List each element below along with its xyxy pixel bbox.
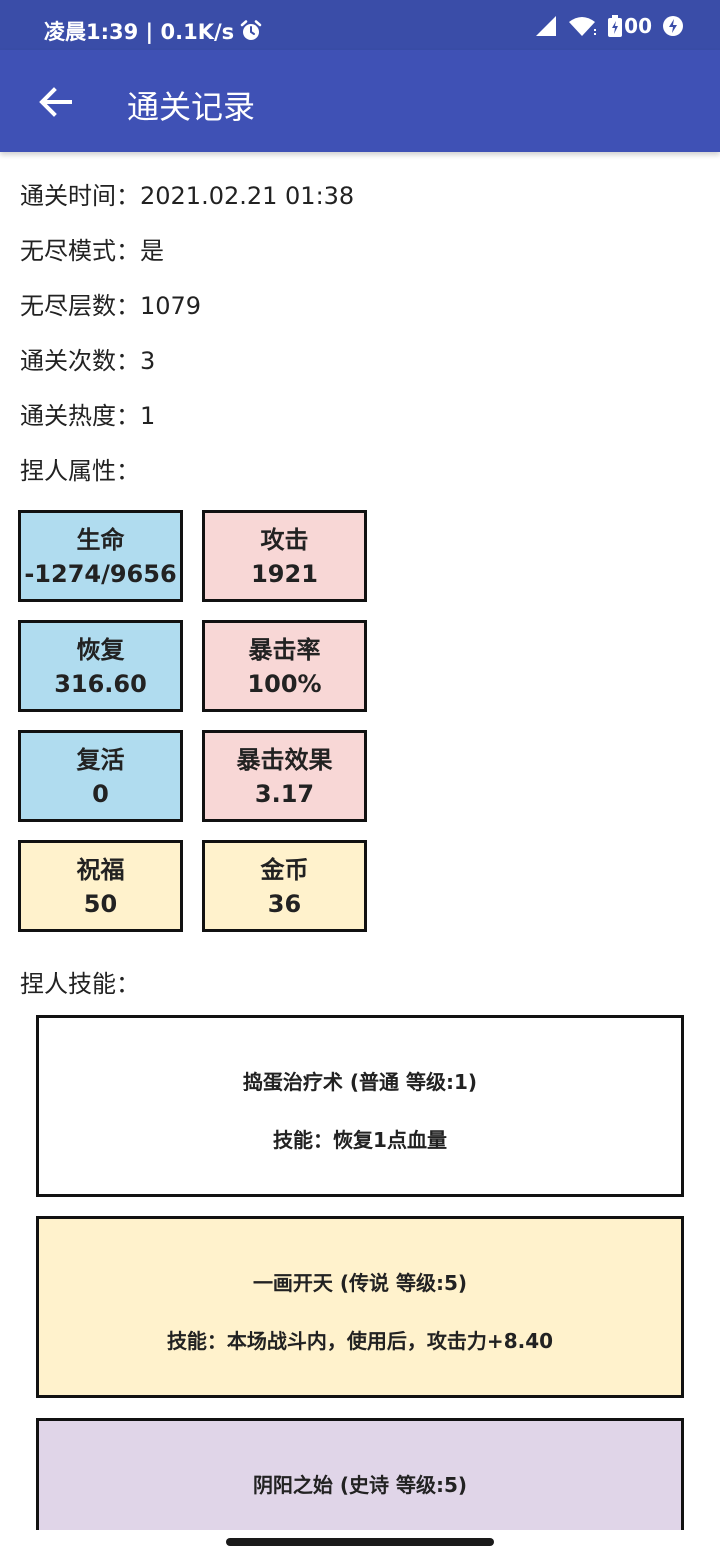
signal-icon: [536, 16, 557, 36]
skill-name: 一画开天 (传说 等级:5): [252, 1271, 468, 1295]
status-left: 凌晨1:39 | 0.1K/s: [44, 16, 262, 46]
record-content[interactable]: 通关时间：2021.02.21 01:38 无尽模式：是 无尽层数：1079 通…: [0, 152, 720, 1530]
gesture-nav-handle[interactable]: [226, 1538, 494, 1546]
skills-heading: 捏人技能：: [20, 970, 140, 998]
stat-value: -1274/9656: [24, 560, 177, 588]
skill-card: 捣蛋治疗术 (普通 等级:1) 技能：恢复1点血量: [36, 1015, 684, 1197]
stat-crit-effect: 暴击效果 3.17: [202, 730, 367, 822]
stat-blessing: 祝福 50: [18, 840, 183, 932]
stat-recovery: 恢复 316.60: [18, 620, 183, 712]
clear-count: 通关次数：3: [20, 347, 156, 375]
skill-desc: 技能：恢复1点血量: [273, 1128, 447, 1152]
battery-text: 00: [624, 14, 652, 38]
stat-crit-rate: 暴击率 100%: [202, 620, 367, 712]
stat-label: 复活: [76, 746, 125, 774]
stat-value: 100%: [247, 670, 322, 698]
skill-desc: 技能：本场战斗内，使用后，攻击力+8.40: [166, 1329, 554, 1353]
battery-group: 00: [608, 14, 652, 38]
stat-label: 暴击率: [248, 636, 321, 664]
page-title: 通关记录: [127, 88, 256, 126]
stat-label: 金币: [260, 856, 309, 884]
stat-label: 暴击效果: [236, 746, 333, 774]
status-time: 凌晨1:39 | 0.1K/s: [44, 20, 235, 44]
stat-revive: 复活 0: [18, 730, 183, 822]
endless-mode: 无尽模式：是: [20, 237, 164, 265]
clear-heat: 通关热度：1: [20, 402, 156, 430]
back-button[interactable]: [30, 78, 80, 126]
attributes-heading: 捏人属性：: [20, 457, 140, 485]
status-bar: 凌晨1:39 | 0.1K/s 00: [0, 0, 720, 50]
stat-value: 36: [267, 890, 302, 918]
status-right: 00: [534, 14, 684, 38]
alarm-icon: [240, 20, 262, 40]
stat-value: 3.17: [254, 780, 315, 808]
stat-label: 攻击: [260, 526, 309, 554]
wifi-icon: [569, 17, 597, 36]
app-bar: 通关记录: [0, 50, 720, 152]
stat-attack: 攻击 1921: [202, 510, 367, 602]
stat-gold: 金币 36: [202, 840, 367, 932]
stat-label: 生命: [76, 526, 125, 554]
skill-name: 捣蛋治疗术 (普通 等级:1): [242, 1070, 478, 1094]
skill-card: 一画开天 (传说 等级:5) 技能：本场战斗内，使用后，攻击力+8.40: [36, 1216, 684, 1398]
stat-value: 1921: [251, 560, 318, 588]
endless-floors: 无尽层数：1079: [20, 292, 202, 320]
arrow-left-icon: [39, 87, 72, 117]
stat-label: 恢复: [76, 636, 125, 664]
skill-card: 阴阳之始 (史诗 等级:5): [36, 1418, 684, 1530]
stat-hp: 生命 -1274/9656: [18, 510, 183, 602]
clear-time: 通关时间：2021.02.21 01:38: [20, 182, 355, 210]
skill-name: 阴阳之始 (史诗 等级:5): [252, 1473, 468, 1497]
stat-value: 316.60: [54, 670, 147, 698]
battery-icon: [608, 15, 623, 37]
charging-icon: [663, 16, 683, 36]
stat-label: 祝福: [76, 856, 125, 884]
stat-value: 50: [83, 890, 118, 918]
stat-value: 0: [92, 780, 109, 808]
